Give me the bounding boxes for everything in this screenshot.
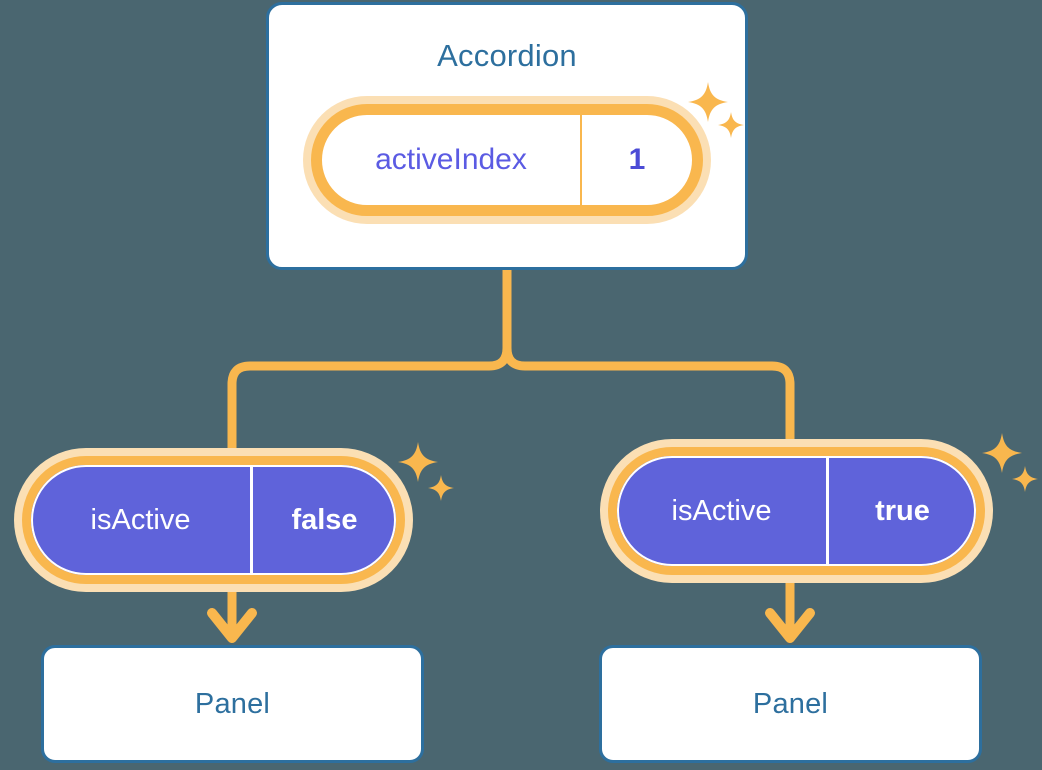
state-pill-isactive-false[interactable]: isActive false xyxy=(22,456,405,584)
panel-node-right[interactable]: Panel xyxy=(599,645,982,763)
panel-title: Panel xyxy=(194,687,271,720)
state-pill-key: isActive xyxy=(617,456,829,566)
state-pill-value: 1 xyxy=(628,143,646,176)
connector-root-split xyxy=(227,263,512,475)
state-pill-key: isActive xyxy=(31,465,253,575)
arrow-head-down-right-icon xyxy=(765,608,815,643)
panel-title: Panel xyxy=(752,687,829,720)
connector-root-split-right xyxy=(502,263,795,475)
accordion-title: Accordion xyxy=(437,38,577,73)
panel-node-left[interactable]: Panel xyxy=(41,645,424,763)
state-pill-value: true xyxy=(829,456,976,566)
state-pill-isactive-true[interactable]: isActive true xyxy=(608,447,985,575)
state-pill-value: false xyxy=(253,465,396,575)
state-pill-key: activeIndex xyxy=(322,115,582,205)
arrow-head-down-left-icon xyxy=(207,608,257,643)
state-pill-activeindex[interactable]: activeIndex 1 xyxy=(311,104,703,216)
